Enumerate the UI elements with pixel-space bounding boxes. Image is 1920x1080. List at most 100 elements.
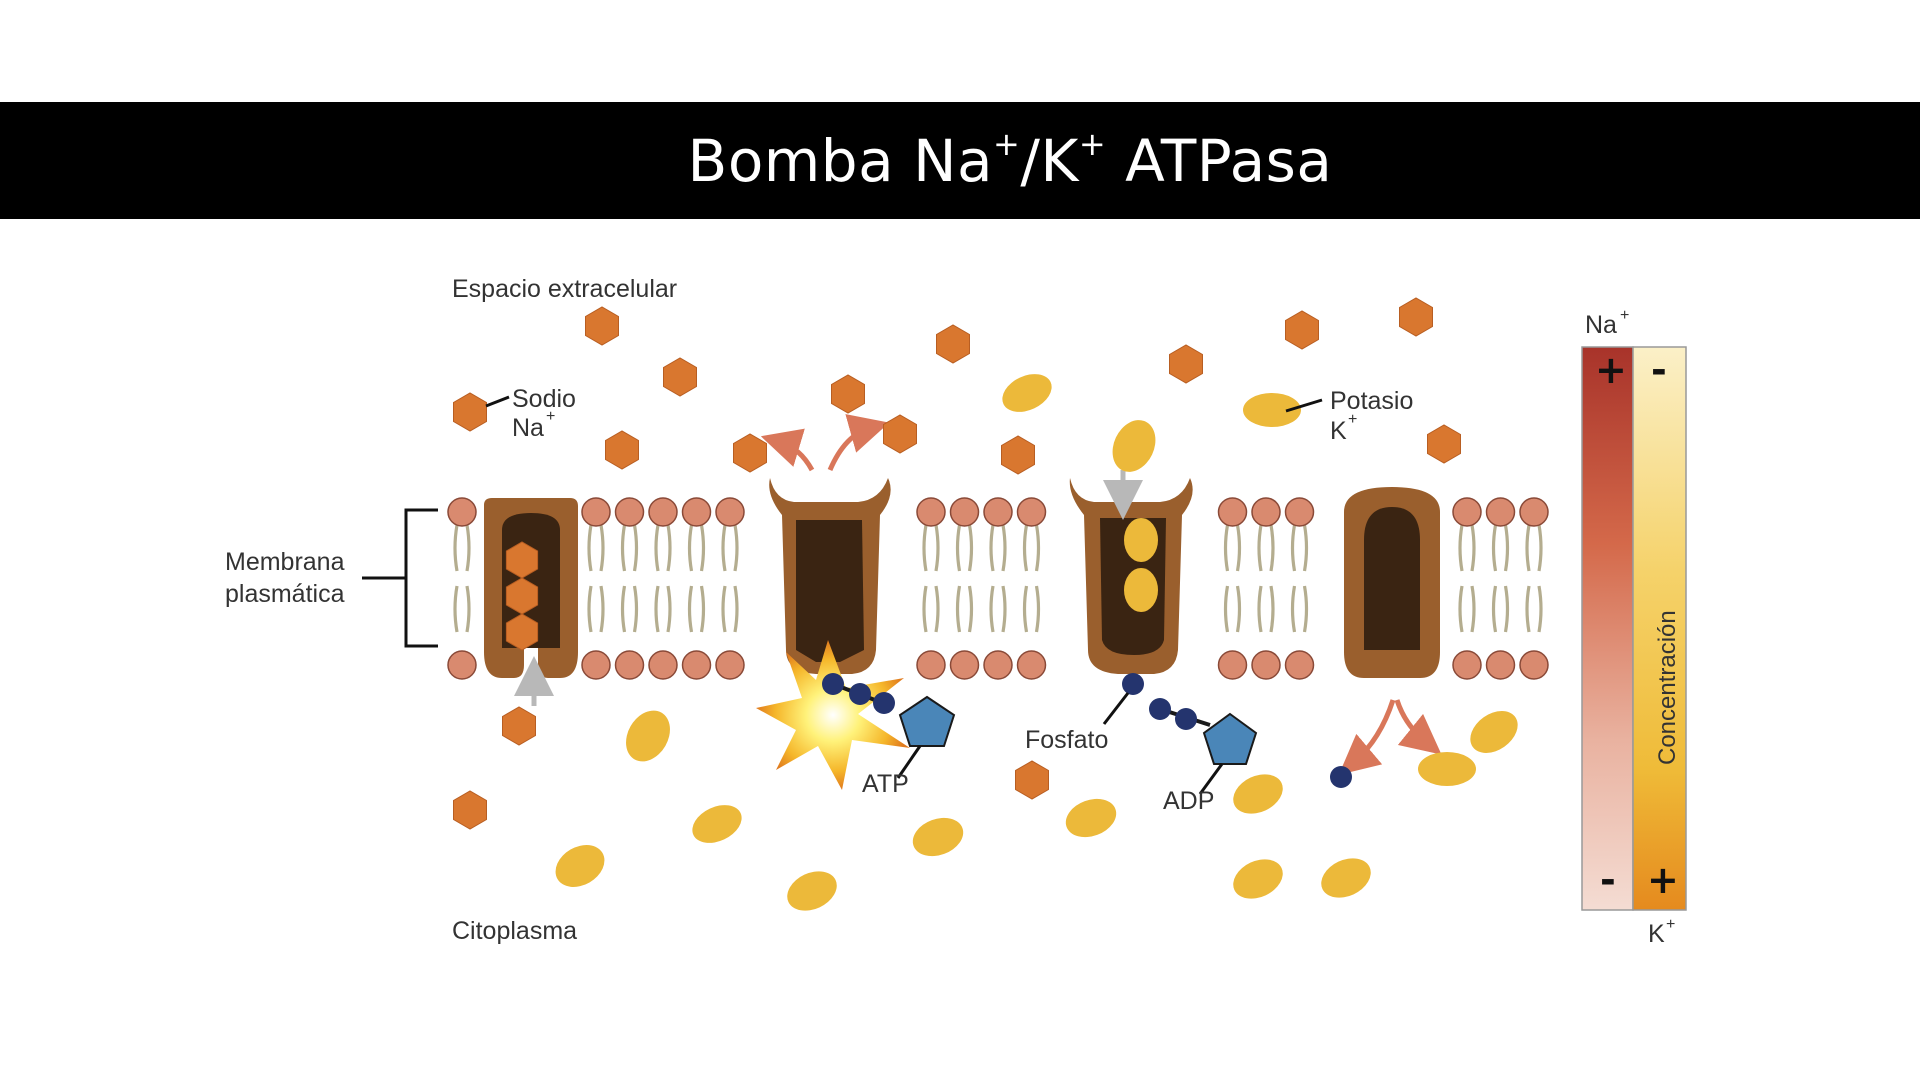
k-high-sign: + — [1647, 858, 1679, 902]
phospholipid — [1016, 497, 1047, 680]
sodium-ion — [1427, 424, 1461, 464]
sodium-ion — [1285, 310, 1319, 350]
potassium-ion — [912, 817, 964, 857]
ions-layer — [453, 297, 1518, 911]
phospholipid — [1284, 497, 1315, 680]
potassium-name-label: Potasio — [1330, 387, 1413, 415]
phospholipid — [614, 497, 645, 680]
potassium-ion — [1112, 420, 1156, 472]
concentration-axis-label: Concentración — [1654, 610, 1681, 765]
sodium-ion — [605, 430, 639, 470]
k-gradient-column — [1632, 346, 1687, 911]
phospholipid — [1452, 497, 1482, 680]
pump-protein-state-2 — [769, 478, 891, 674]
potassium-ion — [787, 871, 837, 911]
title-bar: Bomba Na+/K+ ATPasa — [0, 102, 1920, 219]
sodium-ion — [1169, 344, 1203, 384]
potassium-ion — [1124, 518, 1158, 562]
sodium-ion — [663, 357, 697, 397]
na-gradient-column — [1581, 346, 1634, 911]
potassium-ion — [1065, 798, 1117, 838]
potassium-ion — [1243, 393, 1301, 427]
phospholipid — [648, 497, 678, 680]
sodium-ion — [453, 790, 487, 830]
sodium-ion — [1399, 297, 1433, 337]
phospholipid — [983, 497, 1013, 680]
pump-protein-state-4 — [1344, 487, 1440, 678]
sodium-superscript: + — [546, 408, 555, 425]
phospholipid — [1251, 497, 1281, 680]
potassium-ion — [1321, 858, 1371, 898]
potassium-ion — [1233, 859, 1283, 899]
potassium-ion — [626, 710, 670, 762]
release-arrows-orange — [760, 414, 1442, 775]
phospholipid — [447, 497, 477, 680]
phospholipid — [681, 497, 712, 680]
sodium-ion — [505, 577, 539, 615]
potassium-superscript: + — [1348, 411, 1357, 428]
sodium-ion — [502, 706, 536, 746]
energy-release-starburst — [756, 640, 910, 790]
atp-molecule — [822, 673, 956, 779]
gradient-top-label: Na — [1585, 311, 1617, 339]
page-title: Bomba Na+/K+ ATPasa — [688, 127, 1333, 195]
phospholipid — [715, 497, 745, 680]
potassium-symbol-label: K — [1330, 417, 1347, 445]
phosphate-group-2 — [849, 683, 871, 705]
gradient-top-superscript: + — [1620, 307, 1629, 324]
phospholipid — [949, 497, 980, 680]
phosphate-group-1 — [822, 673, 844, 695]
sodium-name-label: Sodio — [512, 385, 576, 413]
phospholipid — [581, 497, 611, 680]
na-high-sign: + — [1595, 348, 1627, 392]
sodium-ion — [733, 433, 767, 473]
sodium-ion — [883, 414, 917, 454]
k-low-sign: - — [1651, 348, 1667, 392]
membrane-bracket — [362, 508, 438, 648]
sodium-ion — [936, 324, 970, 364]
potassium-ion — [555, 845, 605, 887]
bound-phosphate — [1102, 673, 1144, 725]
adp-label: ADP — [1163, 787, 1214, 815]
title-part-na: Bomba Na — [687, 126, 994, 195]
ribose-pentagon-icon — [898, 695, 956, 747]
extracellular-label: Espacio extracelular — [452, 275, 677, 303]
potassium-ion — [1470, 711, 1518, 753]
concentration-gradient-bar: Na + K + + - - + Concentración — [1581, 307, 1687, 948]
adp-phosphate-1 — [1149, 698, 1171, 720]
potassium-ion — [1002, 374, 1052, 412]
title-sup-na: + — [993, 124, 1021, 163]
sodium-ion — [505, 541, 539, 579]
phospholipid — [1217, 497, 1248, 680]
phospholipid — [1519, 497, 1549, 680]
potassium-ion — [1418, 752, 1476, 786]
potassium-ion — [1233, 774, 1283, 814]
membrane-label-line1: Membrana — [225, 548, 345, 576]
potassium-pointer — [1285, 398, 1323, 413]
sodium-pointer — [485, 395, 510, 408]
sodium-ion — [1015, 760, 1049, 800]
phosphate-label: Fosfato — [1025, 726, 1108, 754]
potassium-ion — [1124, 568, 1158, 612]
na-low-sign: - — [1600, 858, 1616, 902]
potassium-ion — [692, 805, 742, 843]
gradient-bottom-superscript: + — [1666, 916, 1675, 933]
phosphate-group-3 — [873, 692, 895, 714]
transport-arrows-gray — [514, 470, 1143, 706]
sodium-ion — [505, 613, 539, 651]
sodium-symbol-label: Na — [512, 414, 544, 442]
sodium-ion — [831, 374, 865, 414]
title-part-atpasa: ATPasa — [1106, 126, 1333, 195]
phospholipid — [1485, 497, 1516, 680]
sodium-ion — [1001, 435, 1035, 475]
adp-molecule — [1149, 698, 1258, 795]
sodium-ion — [585, 306, 619, 346]
atp-label: ATP — [862, 770, 909, 798]
adp-phosphate-2 — [1175, 708, 1197, 730]
phospholipid — [916, 497, 946, 680]
membrane-label-line2: plasmática — [225, 580, 345, 608]
sodium-ion — [453, 392, 487, 432]
adp-ribose-pentagon-icon — [1202, 712, 1258, 765]
title-sup-k: + — [1078, 124, 1107, 163]
